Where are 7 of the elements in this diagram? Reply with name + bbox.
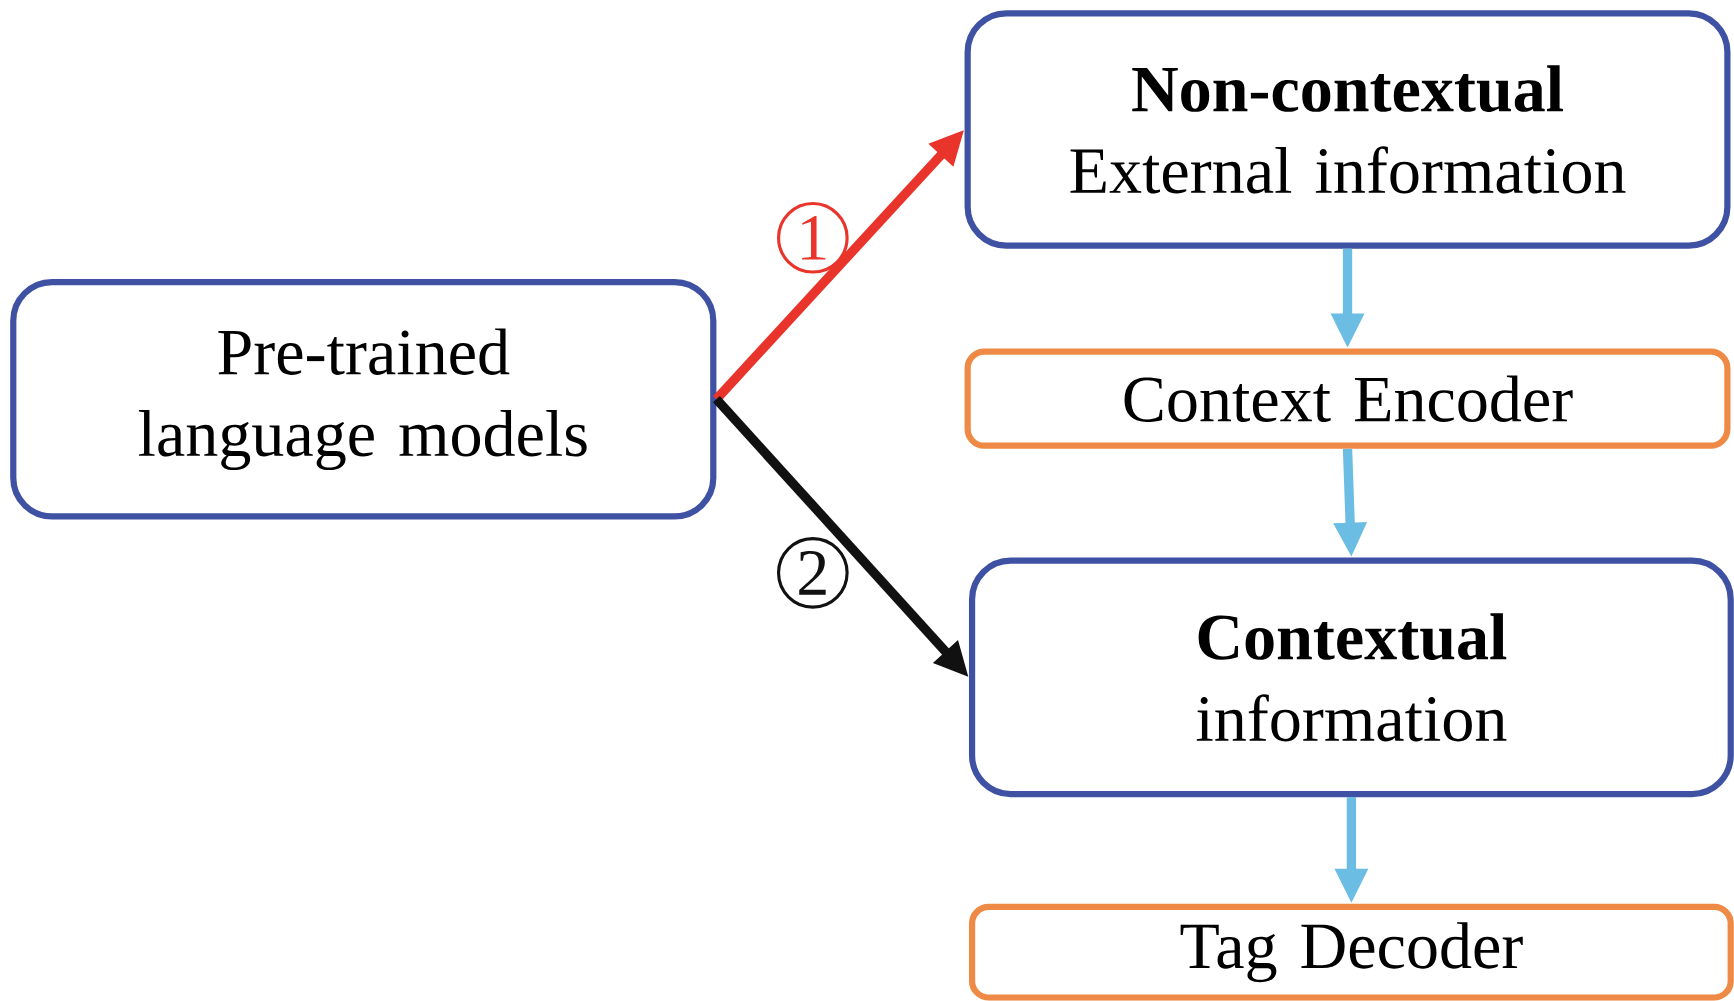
box-with-heading: Pre-trained language models (10, 279, 717, 520)
process-box: Tag Decoder (968, 903, 1734, 1001)
edge-label: 2 (777, 537, 849, 609)
edge-label: 1 (777, 202, 849, 274)
box-with-heading: Non-contextual External information (964, 10, 1731, 249)
box-with-heading: Contextual information (968, 557, 1734, 798)
process-box: Context Encoder (964, 348, 1731, 449)
